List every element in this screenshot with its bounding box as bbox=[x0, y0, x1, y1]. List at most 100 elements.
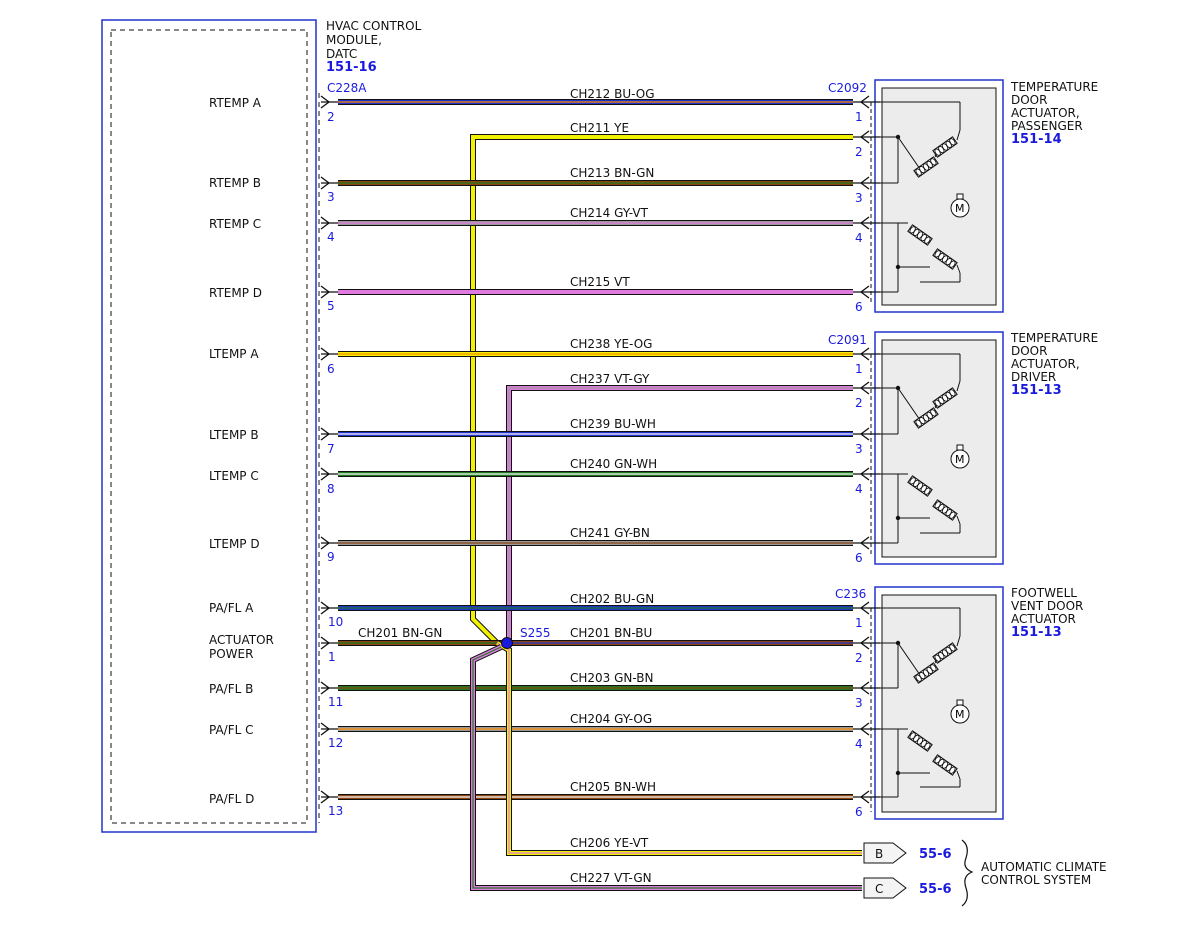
system-label-1: AUTOMATIC CLIMATE bbox=[981, 860, 1107, 874]
module-pins: 2 3 4 5 6 7 8 9 10 1 11 12 13 bbox=[320, 95, 343, 818]
module-title-line-1: HVAC CONTROL bbox=[326, 19, 422, 33]
circuit-label-ch211: CH211 YE bbox=[570, 121, 629, 135]
connector-c2091: C2091 bbox=[828, 333, 867, 347]
actuator-driver: C2091 TEMPERATURE DOOR ACTUATOR, DRIVER … bbox=[828, 331, 1098, 565]
footwell-ref: 151-13 bbox=[1011, 625, 1062, 640]
actuator-passenger-pin-2: 2 bbox=[853, 130, 880, 159]
offpage-b-ref[interactable]: 55-6 bbox=[919, 847, 952, 862]
module-pin-12: 12 bbox=[328, 736, 343, 750]
actuator-pin-number: 1 bbox=[855, 616, 863, 630]
driver-title-3: ACTUATOR, bbox=[1011, 357, 1080, 371]
module-ref: 151-16 bbox=[326, 60, 377, 75]
signal-rtemp-c: RTEMP C bbox=[209, 217, 261, 231]
actuator-pin-number: 4 bbox=[855, 737, 863, 751]
module-pin-3: 3 bbox=[327, 190, 335, 204]
actuator-driver-schematic: M bbox=[880, 353, 970, 544]
actuator-internals: MMM bbox=[880, 101, 970, 798]
footwell-title-3: ACTUATOR bbox=[1011, 612, 1076, 626]
offpage-b-letter: B bbox=[875, 847, 883, 861]
circuit-label-ch204: CH204 GY-OG bbox=[570, 712, 652, 726]
actuator-driver-pin-1: 1 bbox=[853, 347, 880, 376]
passenger-ref: 151-14 bbox=[1011, 132, 1062, 147]
actuator-pin-number: 6 bbox=[855, 300, 863, 314]
actuator-pin-number: 3 bbox=[855, 191, 863, 205]
wire-ch237 bbox=[506, 385, 853, 643]
circuit-label-ch206: CH206 YE-VT bbox=[570, 836, 649, 850]
circuit-labels: CH212 BU-OG CH211 YE CH213 BN-GN CH214 G… bbox=[358, 87, 657, 885]
actuator-passenger-pin-1: 1 bbox=[853, 95, 880, 124]
actuator-pin-number: 1 bbox=[855, 110, 863, 124]
module-pin-5: 5 bbox=[327, 299, 335, 313]
offpage-connectors: B 55-6 C 55-6 AUTOMATIC CLIMATE CONTROL … bbox=[863, 839, 1107, 907]
actuator-driver-pin-4: 4 bbox=[853, 467, 880, 496]
circuit-label-ch213: CH213 BN-GN bbox=[570, 166, 654, 180]
actuator-pin-number: 2 bbox=[855, 396, 863, 410]
circuit-label-ch205: CH205 BN-WH bbox=[570, 780, 656, 794]
passenger-title-3: ACTUATOR, bbox=[1011, 106, 1080, 120]
actuator-pin-number: 1 bbox=[855, 362, 863, 376]
signal-pafl-c: PA/FL C bbox=[209, 723, 254, 737]
signal-rtemp-d: RTEMP D bbox=[209, 286, 262, 300]
circuit-label-ch238: CH238 YE-OG bbox=[570, 337, 652, 351]
system-label-2: CONTROL SYSTEM bbox=[981, 873, 1091, 887]
actuator-passenger-pin-6: 6 bbox=[853, 285, 880, 314]
splice-label: S255 bbox=[520, 626, 551, 640]
module-pin-7: 7 bbox=[327, 442, 335, 456]
actuator-footwell-schematic: M bbox=[880, 607, 970, 798]
circuit-label-ch237: CH237 VT-GY bbox=[570, 372, 650, 386]
driver-title-2: DOOR bbox=[1011, 344, 1047, 358]
actuator-passenger: C2092 TEMPERATURE DOOR ACTUATOR, PASSENG… bbox=[828, 79, 1098, 313]
actuator-footwell-pin-2: 2 bbox=[853, 636, 880, 665]
actuator-pin-number: 3 bbox=[855, 696, 863, 710]
actuator-pin-number: 3 bbox=[855, 442, 863, 456]
actuator-driver-pin-2: 2 bbox=[853, 381, 880, 410]
module-pin-4: 4 bbox=[327, 230, 335, 244]
actuator-footwell-pin-4: 4 bbox=[853, 722, 880, 751]
signal-ltemp-b: LTEMP B bbox=[209, 428, 259, 442]
splice-s255 bbox=[501, 637, 513, 649]
system-brace bbox=[961, 839, 974, 907]
actuator-footwell-pin-6: 6 bbox=[853, 790, 880, 819]
passenger-title-2: DOOR bbox=[1011, 93, 1047, 107]
actuator-passenger-pin-3: 3 bbox=[853, 176, 880, 205]
circuit-label-ch212: CH212 BU-OG bbox=[570, 87, 655, 101]
wires bbox=[338, 99, 862, 891]
circuit-label-ch227: CH227 VT-GN bbox=[570, 871, 652, 885]
module-title-line-3: DATC bbox=[326, 47, 357, 61]
actuator-driver-pin-3: 3 bbox=[853, 427, 880, 456]
signal-ltemp-a: LTEMP A bbox=[209, 347, 259, 361]
actuator-pins: 1 2 3 4 6 1 2 3 4 6 1 2 3 4 6 bbox=[853, 95, 880, 819]
signal-ltemp-d: LTEMP D bbox=[209, 537, 260, 551]
module-pin-11: 11 bbox=[328, 695, 343, 709]
driver-title-4: DRIVER bbox=[1011, 370, 1056, 384]
actuator-pin-number: 2 bbox=[855, 145, 863, 159]
actuator-passenger-schematic: M bbox=[880, 101, 970, 293]
circuit-label-ch214: CH214 GY-VT bbox=[570, 206, 649, 220]
module-pin-8: 8 bbox=[327, 482, 335, 496]
actuator-pin-number: 6 bbox=[855, 805, 863, 819]
circuit-label-ch215: CH215 VT bbox=[570, 275, 630, 289]
actuator-passenger-pin-4: 4 bbox=[853, 216, 880, 245]
signal-ltemp-c: LTEMP C bbox=[209, 469, 259, 483]
wire-ch211 bbox=[470, 134, 853, 646]
signal-labels: RTEMP A RTEMP B RTEMP C RTEMP D LTEMP A … bbox=[209, 96, 274, 806]
offpage-c-letter: C bbox=[875, 882, 883, 896]
passenger-title-4: PASSENGER bbox=[1011, 119, 1083, 133]
connector-c2092: C2092 bbox=[828, 81, 867, 95]
driver-title-1: TEMPERATURE bbox=[1010, 331, 1098, 345]
signal-pafl-a: PA/FL A bbox=[209, 601, 254, 615]
connector-c236: C236 bbox=[835, 587, 866, 601]
module-pin-10: 10 bbox=[328, 615, 343, 629]
signal-actuator-power-2: POWER bbox=[209, 647, 253, 661]
hvac-module: HVAC CONTROL MODULE, DATC 151-16 C228A bbox=[101, 19, 422, 833]
actuator-driver-pin-6: 6 bbox=[853, 536, 880, 565]
offpage-c[interactable]: C bbox=[863, 877, 907, 899]
module-pin-9: 9 bbox=[327, 550, 335, 564]
passenger-title-1: TEMPERATURE bbox=[1010, 80, 1098, 94]
module-title-line-2: MODULE, bbox=[326, 33, 382, 47]
circuit-label-ch203: CH203 GN-BN bbox=[570, 671, 654, 685]
module-connector: C228A bbox=[327, 81, 367, 95]
offpage-c-ref[interactable]: 55-6 bbox=[919, 882, 952, 897]
offpage-b[interactable]: B bbox=[863, 842, 907, 864]
